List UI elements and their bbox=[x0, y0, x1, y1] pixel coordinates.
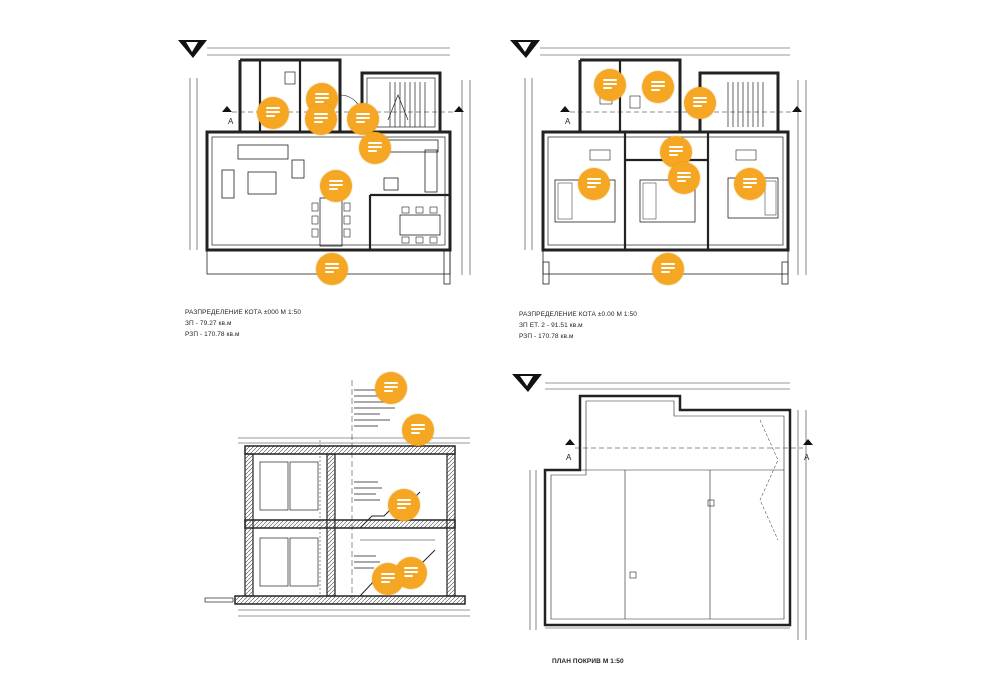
notes-icon bbox=[315, 93, 329, 105]
notes-icon bbox=[404, 567, 418, 579]
second-floor-plan-area: ЗП ЕТ. 2 - 91.51 кв.м bbox=[519, 322, 583, 329]
notes-icon bbox=[651, 81, 665, 93]
annotation-marker[interactable] bbox=[375, 372, 407, 404]
annotation-marker[interactable] bbox=[734, 168, 766, 200]
annotation-marker[interactable] bbox=[642, 71, 674, 103]
notes-icon bbox=[384, 382, 398, 394]
notes-icon bbox=[661, 263, 675, 275]
annotation-marker[interactable] bbox=[402, 414, 434, 446]
ground-floor-plan bbox=[178, 40, 471, 285]
notes-icon bbox=[314, 113, 328, 125]
notes-icon bbox=[693, 97, 707, 109]
section-label-a: A bbox=[566, 453, 572, 462]
notes-icon bbox=[266, 107, 280, 119]
ground-plan-area: ЗП - 79.27 кв.м bbox=[185, 320, 232, 327]
section-label-a: A bbox=[228, 117, 234, 126]
notes-icon bbox=[587, 178, 601, 190]
second-floor-plan-title: РАЗПРЕДЕЛЕНИЕ КОТА ±0.00 М 1:50 bbox=[519, 311, 637, 318]
notes-icon bbox=[603, 79, 617, 91]
second-floor-plan-total-area: РЗП - 170.78 кв.м bbox=[519, 333, 574, 340]
annotation-marker[interactable] bbox=[347, 103, 379, 135]
annotation-marker[interactable] bbox=[320, 170, 352, 202]
north-arrow-icon bbox=[512, 374, 542, 392]
notes-icon bbox=[743, 178, 757, 190]
annotation-marker[interactable] bbox=[305, 103, 337, 135]
ground-plan-title: РАЗПРЕДЕЛЕНИЕ КОТА ±000 М 1:50 bbox=[185, 309, 302, 316]
annotation-marker[interactable] bbox=[388, 489, 420, 521]
notes-icon bbox=[677, 172, 691, 184]
annotation-marker[interactable] bbox=[668, 162, 700, 194]
notes-icon bbox=[325, 263, 339, 275]
roof-plan bbox=[512, 374, 813, 640]
roof-plan-title: ПЛАН ПОКРИВ М 1:50 bbox=[552, 658, 624, 665]
annotation-marker[interactable] bbox=[684, 87, 716, 119]
annotation-marker[interactable] bbox=[594, 69, 626, 101]
section-drawing bbox=[204, 380, 470, 617]
notes-icon bbox=[669, 146, 683, 158]
notes-icon bbox=[356, 113, 370, 125]
notes-icon bbox=[411, 424, 425, 436]
annotation-marker[interactable] bbox=[316, 253, 348, 285]
north-arrow-icon bbox=[178, 40, 207, 58]
notes-icon bbox=[397, 499, 411, 511]
annotation-marker[interactable] bbox=[652, 253, 684, 285]
notes-icon bbox=[381, 573, 395, 585]
annotation-marker[interactable] bbox=[257, 97, 289, 129]
annotation-marker[interactable] bbox=[578, 168, 610, 200]
north-arrow-icon bbox=[510, 40, 540, 58]
section-label-a: A bbox=[565, 117, 571, 126]
annotation-marker[interactable] bbox=[359, 132, 391, 164]
section-label-a: A bbox=[804, 453, 810, 462]
notes-icon bbox=[329, 180, 343, 192]
notes-icon bbox=[368, 142, 382, 154]
ground-plan-total-area: РЗП - 170.78 кв.м bbox=[185, 331, 240, 338]
annotation-marker[interactable] bbox=[372, 563, 404, 595]
